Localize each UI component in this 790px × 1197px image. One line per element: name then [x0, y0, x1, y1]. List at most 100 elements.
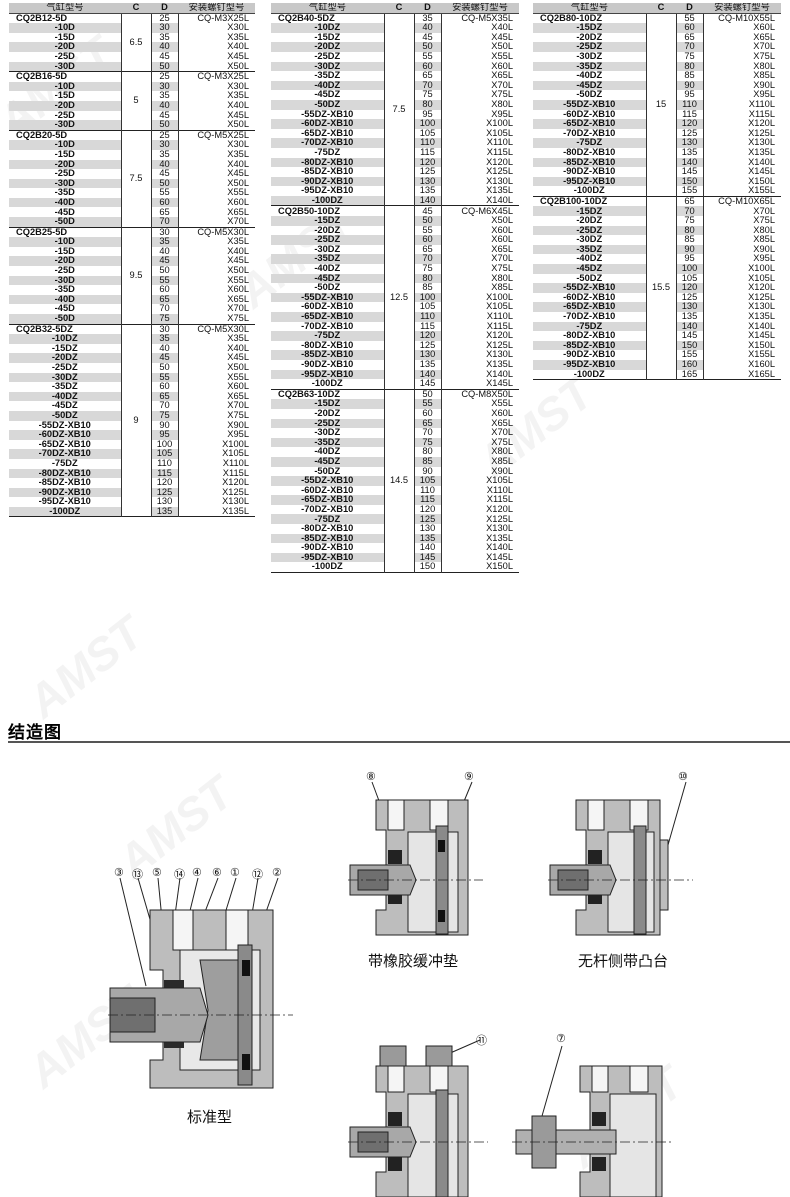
- cell-model: -100DZ: [533, 369, 647, 380]
- cell-screw: X125L: [486, 340, 513, 350]
- cell-d: 105: [151, 449, 179, 459]
- cell-screw: X150L: [486, 562, 513, 572]
- cell-screw: X45L: [227, 169, 249, 179]
- cell-screw: X120L: [486, 504, 513, 514]
- cell-model: -95DZ-XB10: [271, 186, 385, 196]
- cell-d: 40: [151, 343, 179, 354]
- diagram-rubber-bumper: [348, 781, 483, 936]
- cell-screw: X80L: [491, 447, 513, 457]
- cell-d: 65: [676, 32, 704, 43]
- cell-model: -80DZ-XB10: [533, 147, 647, 158]
- cell-screw: X105L: [486, 476, 513, 486]
- cell-d: 100: [151, 439, 179, 450]
- cell-d: 35: [414, 12, 442, 24]
- cell-model: -65DZ-XB10: [533, 119, 647, 129]
- cell-d: 35: [151, 32, 179, 43]
- cell-model: -100DZ: [533, 186, 647, 197]
- cell-screw: X135L: [486, 186, 513, 196]
- cell-d: 70: [151, 401, 179, 411]
- cell-screw: X50L: [491, 216, 513, 226]
- cell-d: 130: [414, 350, 442, 360]
- cell-d: 140: [676, 321, 704, 332]
- caption-standard: 标准型: [187, 1108, 233, 1126]
- cell-d: 65: [676, 195, 704, 207]
- cell-screw: X45L: [227, 256, 249, 266]
- cell-c: 15.5: [646, 195, 677, 380]
- cell-screw: X40L: [491, 23, 513, 33]
- cell-d: 130: [414, 524, 442, 534]
- cell-d: 125: [151, 487, 179, 498]
- cell-screw: X40L: [227, 42, 249, 52]
- cell-screw: X95L: [753, 254, 775, 264]
- cell-d: 130: [676, 302, 704, 312]
- callouts-standard: ③ ⑬ ⑤ ⑭ ④ ⑥ ① ⑫ ②: [114, 866, 294, 881]
- cell-model: -30DZ: [271, 244, 385, 255]
- cell-screw: X75L: [753, 216, 775, 226]
- cell-d: 30: [151, 140, 179, 150]
- cell-d: 110: [151, 458, 179, 469]
- cell-d: 30: [151, 81, 179, 92]
- cell-d: 130: [676, 138, 704, 148]
- callout-12: ⑫: [252, 869, 263, 881]
- cell-screw: X100L: [486, 119, 513, 129]
- cell-model: -45D: [9, 304, 122, 314]
- cell-model: -20DZ: [271, 408, 385, 419]
- cell-model: -30DZ: [271, 428, 385, 438]
- cell-d: 110: [414, 312, 442, 322]
- cell-model: -25D: [9, 266, 122, 276]
- cell-screw: X35L: [227, 149, 249, 159]
- cell-model: -45DZ: [533, 264, 647, 274]
- cell-d: 30: [151, 226, 179, 238]
- cell-model: -40DZ: [271, 447, 385, 457]
- cell-d: 90: [676, 244, 704, 255]
- cell-model: -95DZ-XB10: [9, 497, 122, 507]
- cell-model: -80DZ-XB10: [271, 157, 385, 168]
- cell-screw: X100L: [222, 439, 249, 449]
- cell-d: 45: [414, 205, 442, 217]
- cell-model: -30D: [9, 275, 122, 286]
- cell-screw: CQ-M8X50L: [441, 388, 519, 400]
- cell-screw: X105L: [222, 449, 249, 459]
- cell-d: 55: [151, 372, 179, 383]
- col-header-c: C: [646, 3, 676, 14]
- cell-screw: X75L: [491, 264, 513, 274]
- cell-d: 135: [414, 359, 442, 370]
- cell-d: 45: [151, 169, 179, 179]
- cell-c: 12.5: [384, 205, 415, 390]
- cell-model: -20DZ: [271, 225, 385, 236]
- cell-screw: X120L: [486, 157, 513, 167]
- cell-model: -100DZ: [271, 562, 385, 573]
- cell-model: -85DZ-XB10: [271, 350, 385, 360]
- cell-d: 55: [151, 188, 179, 198]
- callout-5: ⑤: [152, 867, 162, 879]
- cell-d: 145: [676, 331, 704, 341]
- cell-model: -30D: [9, 178, 122, 189]
- cell-c: 15: [646, 12, 677, 197]
- cell-model: -90DZ-XB10: [533, 167, 647, 177]
- cell-screw: X90L: [227, 420, 249, 430]
